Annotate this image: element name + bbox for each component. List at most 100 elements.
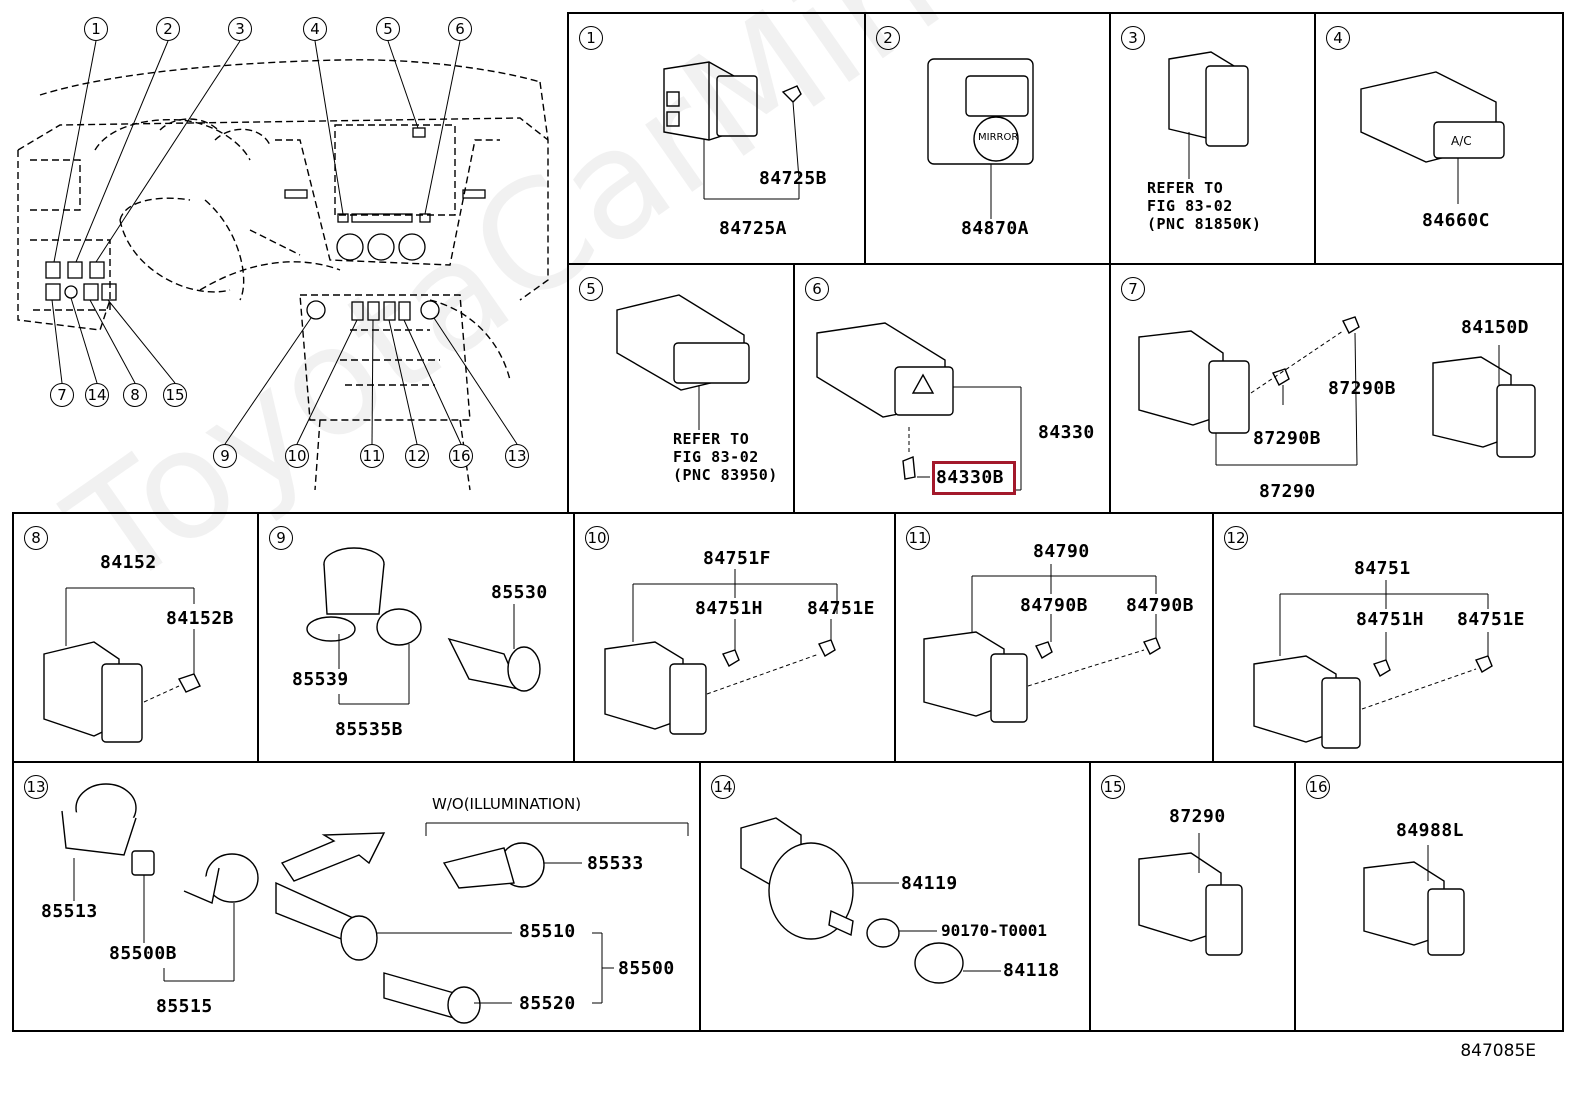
switch-drawing: [1253, 580, 1493, 749]
part-label[interactable]: 84119: [901, 873, 958, 894]
panel-number: 9: [269, 526, 293, 550]
switch-drawing: [1138, 316, 1536, 466]
overview-callout-13[interactable]: 13: [505, 444, 529, 468]
part-label[interactable]: 84152: [100, 552, 157, 573]
switch-drawing: [1168, 51, 1249, 179]
switch-drawing: [1363, 845, 1465, 956]
part-label[interactable]: 85500B: [109, 943, 178, 964]
panel-number: 5: [579, 277, 603, 301]
part-label[interactable]: 84152B: [166, 608, 235, 629]
part-label[interactable]: 84725A: [719, 218, 788, 239]
reference-note: REFER TO FIG 83-02 (PNC 83950): [673, 430, 778, 484]
part-label[interactable]: 87290B: [1328, 378, 1397, 399]
part-label[interactable]: 84790: [1033, 541, 1090, 562]
part-label[interactable]: 87290: [1169, 806, 1226, 827]
part-label[interactable]: 84751: [1354, 558, 1411, 579]
panel-14: 14 84119 90170-T0001 84118: [699, 761, 1091, 1032]
part-label[interactable]: 84751E: [807, 598, 876, 619]
part-label[interactable]: 85535B: [335, 719, 404, 740]
variant-note: W/O(ILLUMINATION): [432, 795, 582, 813]
overview-callout-5[interactable]: 5: [376, 17, 400, 41]
ac-switch-drawing: [1360, 71, 1505, 204]
dashboard-overview: 1 2 3 4 5 6 7 14 8 15 9 10 11 12 16 13: [0, 0, 566, 510]
overview-callout-7[interactable]: 7: [50, 383, 74, 407]
overview-callout-3[interactable]: 3: [228, 17, 252, 41]
part-label[interactable]: 84751H: [695, 598, 764, 619]
panel-number: 3: [1121, 26, 1145, 50]
overview-callout-10[interactable]: 10: [285, 444, 309, 468]
part-label[interactable]: 85520: [519, 993, 576, 1014]
panel-6: 6 84330 84330B: [793, 263, 1111, 514]
part-label[interactable]: 84150D: [1461, 317, 1530, 338]
panel-16: 16 84988L: [1294, 761, 1564, 1032]
part-label[interactable]: 85539: [292, 669, 349, 690]
overview-callout-8[interactable]: 8: [123, 383, 147, 407]
socket-drawing: [306, 547, 541, 705]
part-label[interactable]: 84751E: [1457, 609, 1526, 630]
part-label[interactable]: 84725B: [759, 168, 828, 189]
overview-callout-1[interactable]: 1: [84, 17, 108, 41]
overview-callout-2[interactable]: 2: [156, 17, 180, 41]
part-label[interactable]: 85500: [618, 958, 675, 979]
overview-callout-9[interactable]: 9: [213, 444, 237, 468]
highlight-box: [932, 461, 1016, 495]
panel-number: 1: [579, 26, 603, 50]
part-label[interactable]: 84660C: [1422, 210, 1491, 231]
dashboard-drawing: [17, 40, 549, 491]
part-label[interactable]: 85510: [519, 921, 576, 942]
part-label[interactable]: 84118: [1003, 960, 1060, 981]
panel-12: 12 84751 84751H 84751E: [1212, 512, 1564, 763]
overview-callout-14[interactable]: 14: [85, 383, 109, 407]
part-label[interactable]: 85513: [41, 901, 98, 922]
switch-drawing: [923, 564, 1161, 723]
switch-drawing: [1138, 833, 1243, 956]
panel-2: 2 MIRROR 84870A: [864, 12, 1111, 265]
part-label[interactable]: 84330: [1038, 422, 1095, 443]
panel-number: 6: [805, 277, 829, 301]
diagram-reference-number: 847085E: [1460, 1041, 1536, 1061]
mirror-switch-drawing: [927, 58, 1034, 219]
panel-number: 7: [1121, 277, 1145, 301]
part-label[interactable]: 85515: [156, 996, 213, 1017]
overview-callout-4[interactable]: 4: [303, 17, 327, 41]
switch-drawing: [616, 294, 750, 430]
panel-number: 13: [24, 775, 48, 799]
part-label[interactable]: 87290: [1259, 481, 1316, 502]
overview-callout-11[interactable]: 11: [360, 444, 384, 468]
panel-15: 15 87290: [1089, 761, 1296, 1032]
part-label[interactable]: 87290B: [1253, 428, 1322, 449]
panel-number: 2: [876, 26, 900, 50]
reference-note: REFER TO FIG 83-02 (PNC 81850K): [1147, 179, 1262, 233]
part-label[interactable]: 84988L: [1396, 820, 1465, 841]
part-label[interactable]: 84751H: [1356, 609, 1425, 630]
overview-callout-16[interactable]: 16: [449, 444, 473, 468]
panel-1: 1 84725B 84725A: [567, 12, 866, 265]
part-label[interactable]: 84751F: [703, 548, 772, 569]
overview-callout-12[interactable]: 12: [405, 444, 429, 468]
overview-callout-15[interactable]: 15: [163, 383, 187, 407]
mirror-button-text: MIRROR: [978, 132, 1019, 143]
part-label[interactable]: 84870A: [961, 218, 1030, 239]
part-label[interactable]: 90170-T0001: [941, 921, 1047, 940]
panel-number: 15: [1101, 775, 1125, 799]
hazard-switch-drawing: [816, 322, 1022, 491]
switch-drawing: [663, 61, 802, 200]
ac-button-text: A/C: [1451, 134, 1472, 148]
panel-number: 8: [24, 526, 48, 550]
cigarette-lighter-drawing: [61, 783, 689, 1024]
part-label[interactable]: 84790B: [1126, 595, 1195, 616]
panel-4: 4 A/C 84660C: [1314, 12, 1564, 265]
part-label[interactable]: 85530: [491, 582, 548, 603]
part-label[interactable]: 85533: [587, 853, 644, 874]
panel-number: 12: [1224, 526, 1248, 550]
switch-drawing: [604, 569, 838, 735]
panel-number: 4: [1326, 26, 1350, 50]
dimmer-switch-drawing: [43, 587, 201, 743]
part-label[interactable]: 84790B: [1020, 595, 1089, 616]
panel-5: 5 REFER TO FIG 83-02 (PNC 83950): [567, 263, 795, 514]
overview-callout-6[interactable]: 6: [448, 17, 472, 41]
panel-number: 10: [585, 526, 609, 550]
panel-9: 9 85530 85539 85535B: [257, 512, 575, 763]
panel-number: 16: [1306, 775, 1330, 799]
part-label-highlighted[interactable]: 84330B: [936, 467, 1005, 488]
